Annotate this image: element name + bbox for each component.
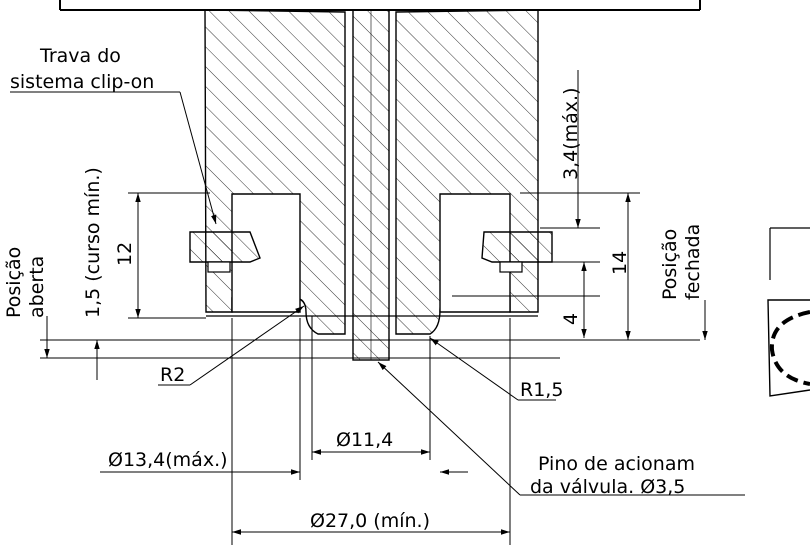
right-clip-lock (481, 231, 553, 263)
left-clip-stem (207, 261, 231, 273)
posicao-aberta-label-1: Posição (3, 247, 25, 318)
dim-4-label: 4 (560, 313, 582, 325)
dim-12-label: 12 (114, 242, 136, 266)
pino-label-line1: Pino de acionam (538, 453, 695, 475)
dia-11-4-label: Ø11,4 (336, 429, 393, 451)
right-pocket (439, 193, 511, 313)
dim-14-label: 14 (609, 251, 631, 275)
dia-13-4-label: Ø13,4(máx.) (108, 449, 228, 471)
left-clip-lock (189, 231, 261, 263)
right-dimensions (452, 70, 708, 340)
posicao-fechada-label-2: fechada (682, 224, 704, 300)
dim-3-4-label: 3,4(máx.) (560, 88, 582, 180)
r2-label: R2 (160, 364, 185, 386)
diameter-dimensions (100, 316, 511, 545)
trava-label-line1: Trava do (39, 45, 121, 67)
dia-27-label: Ø27,0 (mín.) (310, 510, 430, 532)
leader-lines (10, 91, 745, 496)
trava-label-line2: sistema clip-on (10, 71, 154, 93)
top-frame (59, 0, 701, 11)
right-clip-stem (499, 261, 523, 273)
r1-5-label: R1,5 (520, 379, 563, 401)
posicao-aberta-label-2: aberta (26, 256, 48, 318)
right-detail-view (767, 227, 810, 397)
left-dimensions (44, 192, 210, 380)
pino-label-line2: da válvula. Ø3,5 (530, 476, 685, 498)
curso-min-label: 1,5 (curso mín.) (82, 167, 104, 318)
posicao-fechada-label-1: Posição (659, 229, 681, 300)
